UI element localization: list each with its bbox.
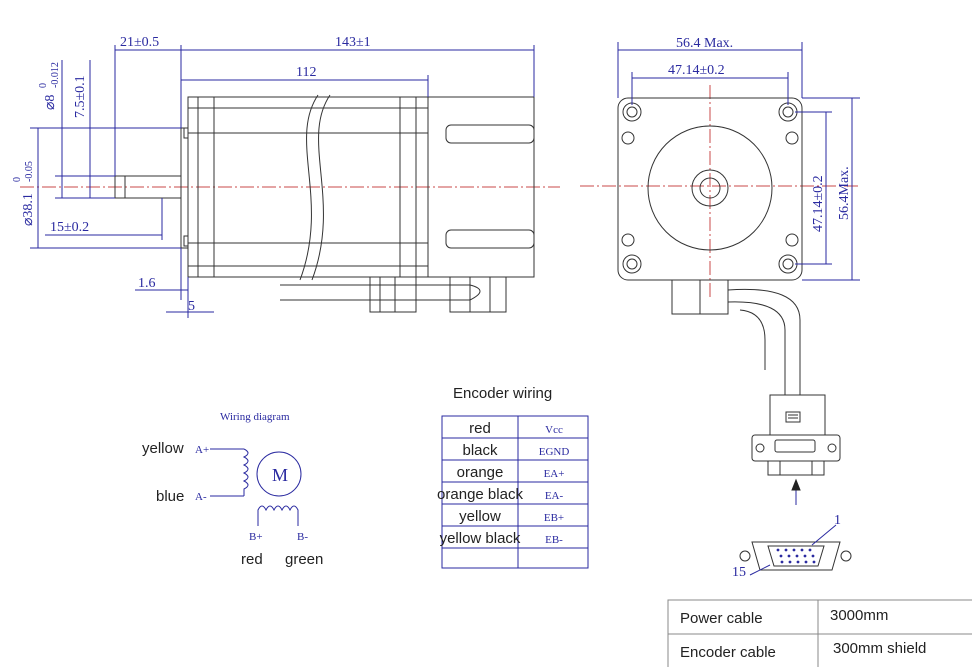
motor-symbol bbox=[256, 451, 302, 497]
dim-hole-spacing-horizontal: 47.14±0.2 bbox=[668, 63, 725, 78]
wiring-title: Wiring diagram bbox=[220, 411, 290, 423]
side-view: 21±0.5 143±1 112 ⌀8 0 -0.012 7.5±0.1 ⌀38… bbox=[12, 35, 560, 318]
dsub-pins bbox=[776, 548, 816, 564]
cable-name-power: Power cable bbox=[680, 610, 763, 627]
dsub-connector: 1 15 bbox=[732, 394, 852, 580]
cable-value-power: 3000mm bbox=[830, 607, 888, 624]
wire-a-minus-color: blue bbox=[156, 488, 184, 505]
svg-text:-0.012: -0.012 bbox=[50, 62, 61, 88]
encoder-signal: Vcc bbox=[545, 424, 563, 436]
wire-a-plus-color: yellow bbox=[142, 440, 184, 457]
front-view: 56.4 Max. 47.14±0.2 47.14±0.2 56.4Max. bbox=[580, 36, 860, 395]
dim-body-length: 112 bbox=[296, 65, 316, 80]
cable-name-encoder: Encoder cable bbox=[680, 644, 776, 661]
dim-shaft-length: 21±0.5 bbox=[120, 35, 159, 50]
encoder-wire-color: orange black bbox=[437, 486, 523, 503]
dim-key-height: 7.5±0.1 bbox=[73, 75, 88, 118]
dim-hole-spacing-vertical: 47.14±0.2 bbox=[811, 175, 826, 232]
pin-label-first: 1 bbox=[834, 513, 841, 528]
coil-a bbox=[242, 448, 249, 496]
encoder-wire-color: red bbox=[469, 420, 491, 437]
coil-b bbox=[257, 505, 299, 526]
encoder-signal: EA+ bbox=[544, 468, 565, 480]
svg-text:0: 0 bbox=[12, 177, 23, 182]
break-line-right bbox=[311, 94, 331, 281]
cable-table: Power cable 3000mm Encoder cable 300mm s… bbox=[667, 599, 972, 667]
dim-flat-length: 15±0.2 bbox=[50, 220, 89, 235]
svg-text:0: 0 bbox=[38, 83, 49, 88]
dim-max-height: 56.4Max. bbox=[837, 166, 852, 220]
pin-label-last: 15 bbox=[732, 565, 746, 580]
wire-b-plus-color: red bbox=[241, 551, 263, 568]
dim-pilot-diameter: ⌀38.1 bbox=[21, 193, 36, 226]
encoder-signal: EB- bbox=[545, 534, 563, 546]
wire-a-minus: A- bbox=[195, 491, 207, 503]
encoder-table: Encoder wiring red Vcc black EGND orange EA+ o… bbox=[437, 385, 589, 569]
dim-pilot-depth: 1.6 bbox=[138, 276, 156, 291]
motor-letter: M bbox=[272, 465, 288, 485]
flange-pilot bbox=[180, 127, 189, 249]
mounting-holes bbox=[621, 102, 799, 274]
encoder-cable bbox=[727, 288, 801, 395]
encoder-signal: EB+ bbox=[544, 512, 564, 524]
encoder-signal: EGND bbox=[539, 446, 570, 458]
encoder-wire-color: orange bbox=[457, 464, 504, 481]
encoder-wire-color: yellow bbox=[459, 508, 501, 525]
encoder-wire-color: black bbox=[462, 442, 498, 459]
svg-text:-0.05: -0.05 bbox=[24, 161, 35, 182]
dsub-pin-face bbox=[751, 541, 841, 571]
encoder-signal: EA- bbox=[545, 490, 564, 502]
break-line-left bbox=[299, 94, 319, 281]
dim-max-width: 56.4 Max. bbox=[676, 36, 733, 51]
wire-b-minus: B- bbox=[297, 531, 308, 543]
dim-total-length: 143±1 bbox=[335, 35, 371, 50]
wire-a-plus: A+ bbox=[195, 444, 209, 456]
encoder-wire-color: yellow black bbox=[440, 530, 521, 547]
encoder-title: Encoder wiring bbox=[453, 385, 552, 402]
dim-flange-thickness: 5 bbox=[188, 299, 195, 314]
wire-b-plus: B+ bbox=[249, 531, 263, 543]
wire-b-minus-color: green bbox=[285, 551, 323, 568]
pilot-circle bbox=[647, 125, 773, 251]
wiring-diagram: Wiring diagram yellow A+ blue A- M B+ B-… bbox=[142, 411, 323, 568]
cable-value-encoder: 300mm shield bbox=[833, 640, 926, 657]
dim-shaft-diameter: ⌀8 bbox=[43, 95, 58, 110]
